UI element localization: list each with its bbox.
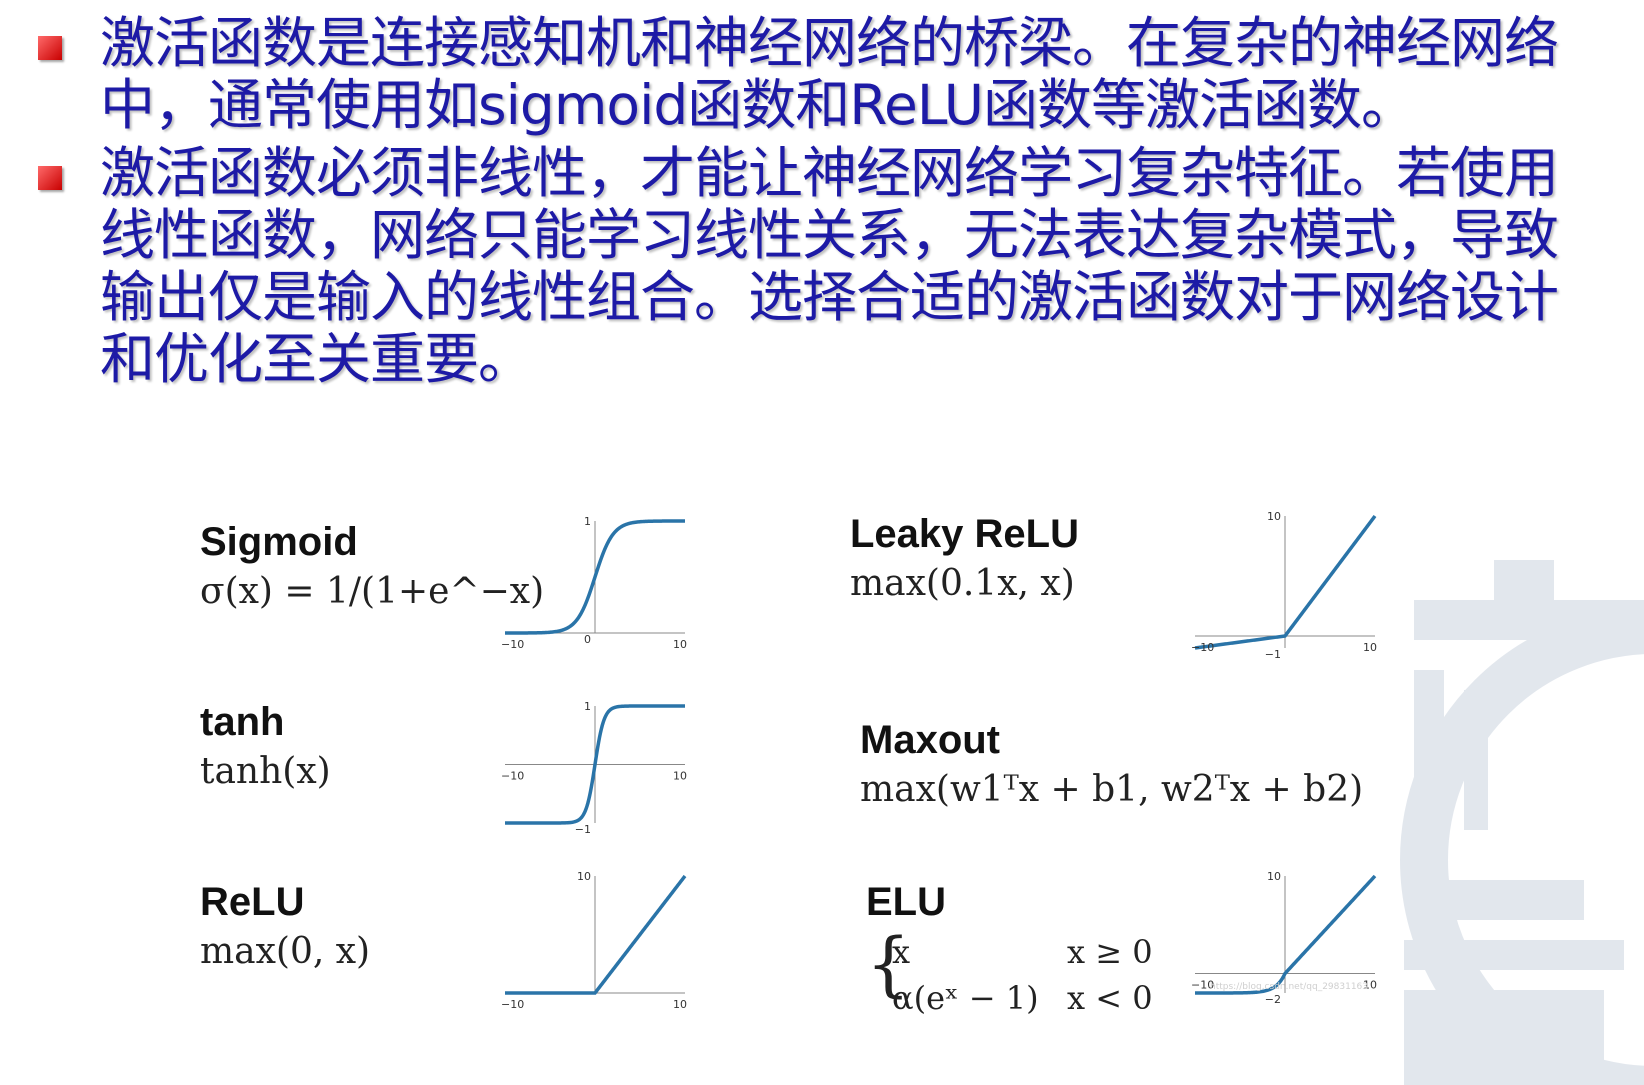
y-tick-label: −1 xyxy=(1265,648,1281,661)
emblem-watermark xyxy=(1400,560,1644,1085)
elu-plot: −10 10 10 −2 xyxy=(1191,870,1377,1006)
bullet-item: 激活函数是连接感知机和神经网络的桥梁。在复杂的神经网络中，通常使用如sigmoi… xyxy=(38,12,1608,136)
bullet-list: 激活函数是连接感知机和神经网络的桥梁。在复杂的神经网络中，通常使用如sigmoi… xyxy=(38,12,1608,396)
x-tick-label: −10 xyxy=(501,638,524,651)
x-tick-label: 10 xyxy=(673,638,687,651)
relu-formula: max(0, x) xyxy=(200,931,371,972)
y-tick-label: −2 xyxy=(1265,993,1281,1006)
elu-case-2: α(eˣ − 1) xyxy=(892,979,1039,1017)
leaky-relu-name: Leaky ReLU xyxy=(850,512,1079,556)
elu-block: ELU { x x ≥ 0 α(eˣ − 1) x < 0 xyxy=(866,880,1162,1017)
leaky-relu-plot: −10 10 10 −1 xyxy=(1191,510,1377,661)
tanh-formula: tanh(x) xyxy=(200,751,331,792)
relu-block: ReLU max(0, x) xyxy=(200,880,370,972)
bullet-square-icon xyxy=(38,166,62,190)
elu-name: ELU xyxy=(866,880,946,924)
leaky-relu-formula: max(0.1x, x) xyxy=(850,563,1075,604)
sigmoid-formula: σ(x) = 1/(1+e^−x) xyxy=(200,571,545,612)
x-tick-label: 10 xyxy=(1363,979,1377,992)
x-tick-label: −10 xyxy=(1191,979,1214,992)
maxout-formula: max(w1ᵀx + b1, w2ᵀx + b2) xyxy=(860,769,1364,810)
leaky-relu-block: Leaky ReLU max(0.1x, x) xyxy=(850,512,1079,604)
sigmoid-name: Sigmoid xyxy=(200,520,358,564)
x-tick-label: −10 xyxy=(501,998,524,1011)
credit-watermark: https://blog.csdn.net/qq_29831163 xyxy=(1210,982,1369,992)
x-tick-label: −10 xyxy=(501,770,524,783)
ReLU-curve xyxy=(505,874,687,995)
y-tick-label: 10 xyxy=(1267,510,1281,523)
elu-cond-1: x ≥ 0 xyxy=(1067,933,1153,971)
bullet-text: 激活函数是连接感知机和神经网络的桥梁。在复杂的神经网络中，通常使用如sigmoi… xyxy=(100,11,1559,137)
bullet-item: 激活函数必须非线性，才能让神经网络学习复杂特征。若使用线性函数，网络只能学习线性… xyxy=(38,142,1608,390)
relu-plot: −10 10 10 xyxy=(501,870,687,1011)
y-tick-label: 10 xyxy=(1267,870,1281,883)
maxout-name: Maxout xyxy=(860,718,1000,762)
y-tick-label: 10 xyxy=(577,870,591,883)
tanh-curve xyxy=(505,704,685,825)
Sigmoid-curve xyxy=(505,519,685,635)
brace-icon: { xyxy=(866,923,911,1005)
relu-name: ReLU xyxy=(200,880,305,924)
y-tick-label: 1 xyxy=(584,700,591,713)
tanh-name: tanh xyxy=(200,700,285,744)
bullet-text: 激活函数必须非线性，才能让神经网络学习复杂特征。若使用线性函数，网络只能学习线性… xyxy=(100,141,1559,391)
tanh-plot: −10 10 1 −1 xyxy=(501,700,687,836)
y-tick-label: −1 xyxy=(575,823,591,836)
x-tick-label: 10 xyxy=(673,770,687,783)
sigmoid-block: Sigmoid σ(x) = 1/(1+e^−x) xyxy=(200,520,544,612)
elu-cases: { x x ≥ 0 α(eˣ − 1) x < 0 xyxy=(866,929,1162,1017)
x-tick-label: 10 xyxy=(1363,641,1377,654)
tanh-block: tanh tanh(x) xyxy=(200,700,331,792)
ELU-curve xyxy=(1195,874,1377,995)
y-tick-label: 0 xyxy=(584,633,591,646)
y-tick-label: 1 xyxy=(584,515,591,528)
maxout-block: Maxout max(w1ᵀx + b1, w2ᵀx + b2) xyxy=(860,718,1363,810)
x-tick-label: −10 xyxy=(1191,641,1214,654)
elu-cond-2: x < 0 xyxy=(1067,979,1153,1017)
elu-case-1: x xyxy=(892,933,911,971)
x-tick-label: 10 xyxy=(673,998,687,1011)
Leaky ReLU-curve xyxy=(1194,514,1377,650)
bullet-square-icon xyxy=(38,36,62,60)
